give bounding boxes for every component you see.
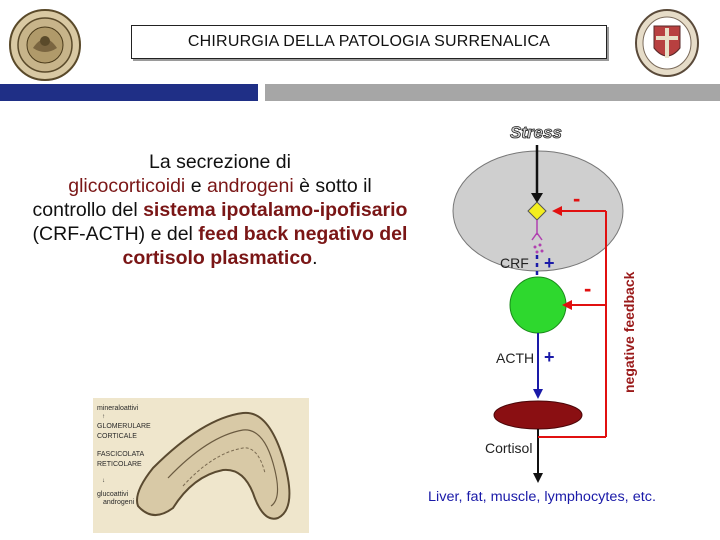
minus-pituitary: - — [584, 276, 591, 301]
crf-dots — [533, 243, 544, 254]
text-intro: La secrezione di — [148, 151, 291, 173]
minus-hypothalamus: - — [573, 186, 580, 211]
main-paragraph: La secrezione di glicocorticoidi e andro… — [30, 150, 410, 270]
page-title: CHIRURGIA DELLA PATOLOGIA SURRENALICA — [131, 25, 607, 59]
anatomy-label-fascicolata: FASCICOLATA — [97, 451, 145, 458]
university-seal-logo — [8, 8, 82, 82]
targets-label: Liver, fat, muscle, lymphocytes, etc. — [428, 489, 656, 504]
university-crest-logo — [634, 8, 700, 78]
anatomy-label-mineraloattivi: mineraloattivi — [97, 405, 139, 412]
negative-feedback-line — [538, 210, 607, 438]
crf-plus: + — [544, 253, 555, 273]
anatomy-label-corticale: CORTICALE — [97, 433, 137, 440]
text-sistema: sistema ipotalamo-ipofisario — [143, 199, 408, 221]
text-crf-acth: (CRF-ACTH) e del — [32, 223, 199, 245]
crf-label: CRF — [500, 255, 529, 271]
acth-label: ACTH — [496, 350, 534, 366]
negative-feedback-label: negative feedback — [621, 271, 637, 393]
anatomy-label-glomerulare: GLOMERULARE — [97, 423, 151, 430]
text-feedback: feed back negativo del cortisolo plasmat… — [122, 223, 408, 269]
pituitary-circle — [509, 276, 567, 334]
text-period: . — [312, 247, 318, 269]
header-bar-blue — [0, 84, 258, 101]
svg-text:↑: ↑ — [102, 414, 105, 420]
adrenal-cortex-sketch: mineraloattivi ↑ GLOMERULARE CORTICALE F… — [93, 398, 309, 533]
acth-plus: + — [544, 347, 555, 367]
stress-label: Stress — [510, 123, 562, 142]
text-glicocorticoidi: glicocorticoidi — [68, 175, 186, 197]
anatomy-label-androgeni: androgeni — [103, 499, 135, 506]
anatomy-label-glucoattivi: glucoattivi — [97, 491, 129, 498]
header-bar-gray — [265, 84, 720, 101]
text-androgeni: androgeni — [206, 175, 294, 197]
cortisol-label: Cortisol — [485, 440, 532, 456]
text-and: e — [185, 175, 207, 197]
hpa-axis-diagram: Stress CRF + ACTH + Cortisol — [420, 115, 720, 520]
anatomy-label-reticolare: RETICOLARE — [97, 461, 142, 468]
adrenal-ellipse — [493, 400, 583, 430]
text-control: è sotto il controllo del — [32, 175, 372, 221]
svg-text:↓: ↓ — [102, 478, 105, 484]
